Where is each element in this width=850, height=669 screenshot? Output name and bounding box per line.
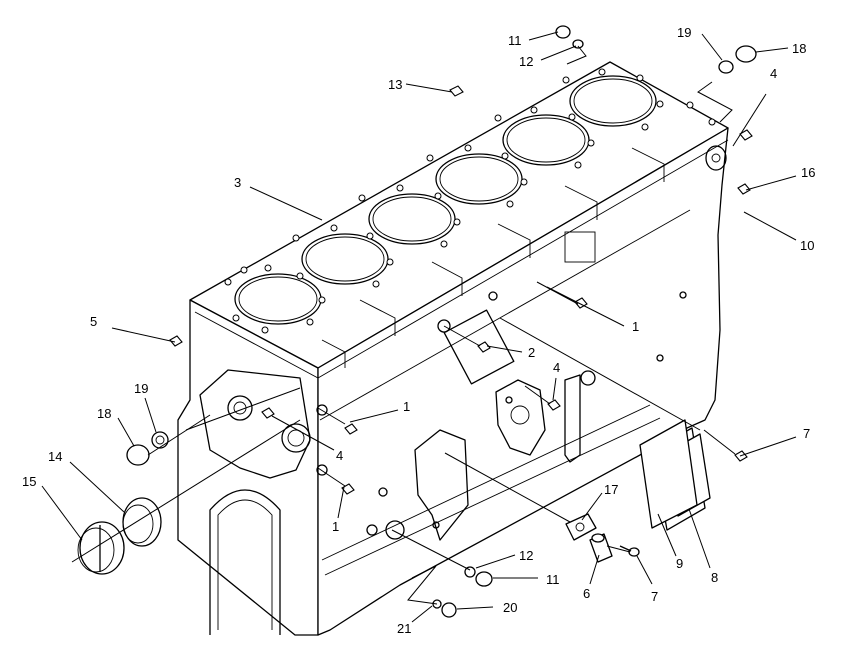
callout-1-upper: 1 <box>632 319 639 334</box>
flange <box>565 513 597 541</box>
callout-17: 17 <box>604 482 618 497</box>
plug-left <box>126 444 150 466</box>
callout-20: 20 <box>503 600 517 615</box>
callout-3: 3 <box>234 175 241 190</box>
small-fasteners <box>169 85 753 495</box>
cylinder-block <box>177 61 729 636</box>
rear-corner-pad <box>705 145 727 171</box>
callout-18-left: 18 <box>97 406 111 421</box>
callout-14: 14 <box>48 449 62 464</box>
callout-19-left: 19 <box>134 381 148 396</box>
breather-cover-mount <box>443 309 515 385</box>
seal-ring-bottom <box>464 566 476 578</box>
oil-cooler-pad <box>495 379 546 456</box>
plug-top-right <box>735 45 757 63</box>
seal-ring-left <box>151 431 169 449</box>
callout-4-side: 4 <box>553 360 560 375</box>
callout-21: 21 <box>397 621 411 636</box>
plug-lower <box>441 602 457 618</box>
callout-18-right: 18 <box>792 41 806 56</box>
callout-1-lower: 1 <box>332 519 339 534</box>
front-cup-plug-large <box>77 521 125 575</box>
head-bolt-holes <box>224 68 716 334</box>
callout-11-bottom: 11 <box>546 572 560 587</box>
callout-4-front: 4 <box>336 448 343 463</box>
front-cup-plug <box>122 497 162 547</box>
callout-10: 10 <box>800 238 814 253</box>
block-side-pockets <box>321 147 665 368</box>
callout-8: 8 <box>711 570 718 585</box>
callout-16: 16 <box>801 165 815 180</box>
callout-leaders <box>41 31 797 623</box>
callout-9: 9 <box>676 556 683 571</box>
plug-top <box>555 25 571 39</box>
alignment-lines <box>71 45 736 605</box>
callout-12-top: 12 <box>519 54 533 69</box>
seal-ring-top-right <box>718 60 734 74</box>
callout-12-bottom: 12 <box>519 548 533 563</box>
sleeve <box>589 533 613 563</box>
cylinder-bores <box>234 75 657 325</box>
crankshaft-bore <box>209 489 281 635</box>
callout-2: 2 <box>528 345 535 360</box>
callout-5: 5 <box>90 314 97 329</box>
callout-1-middle: 1 <box>403 399 410 414</box>
plug-bottom <box>475 571 493 587</box>
side-bosses <box>316 291 687 540</box>
callout-4-top-right: 4 <box>770 66 777 81</box>
callout-13: 13 <box>388 77 402 92</box>
callout-7-cover: 7 <box>803 426 810 441</box>
callout-19-right: 19 <box>677 25 691 40</box>
callout-6: 6 <box>583 586 590 601</box>
callout-11-top: 11 <box>508 33 522 48</box>
block-side-face <box>317 127 729 636</box>
callout-7-lower: 7 <box>651 589 658 604</box>
callout-labels: 1 1 1 2 3 4 4 4 5 6 7 7 8 9 10 11 11 12 … <box>22 25 815 636</box>
side-bracket <box>414 374 581 541</box>
bolt-lower <box>619 545 640 557</box>
side-cover-gasket <box>639 419 698 529</box>
callout-15: 15 <box>22 474 36 489</box>
